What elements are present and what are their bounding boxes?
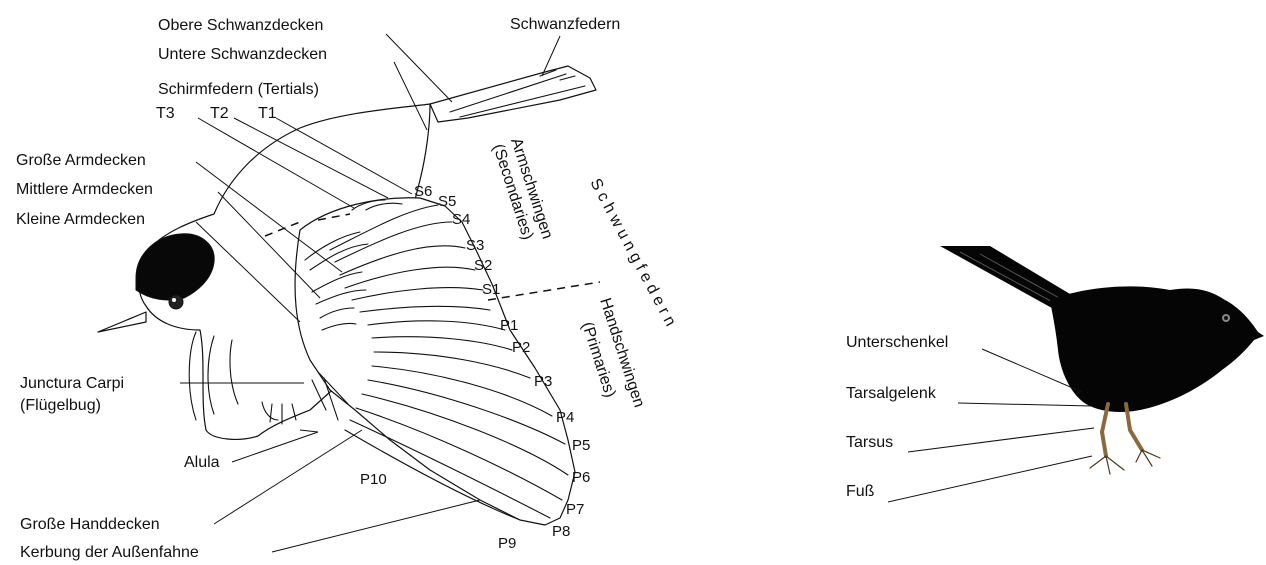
label-s5: S5	[438, 193, 456, 210]
label-unterschenkel: Unterschenkel	[846, 334, 948, 351]
label-p6: P6	[572, 469, 590, 486]
sec-prim-divider	[488, 282, 600, 300]
eye	[169, 295, 183, 309]
label-alula: Alula	[184, 454, 220, 471]
label-p8: P8	[552, 523, 570, 540]
label-s6: S6	[414, 183, 432, 200]
label-s2: S2	[474, 257, 492, 274]
label-junctura-carpi: Junctura Carpi	[20, 375, 124, 392]
label-p2: P2	[512, 339, 530, 356]
label-kleine-armdecken: Kleine Armdecken	[16, 211, 145, 228]
label-grosse-armdecken: Große Armdecken	[16, 152, 146, 169]
leg-diagram: Unterschenkel Tarsalgelenk Tarsus Fuß	[846, 246, 1264, 502]
blackbird-drawing	[940, 246, 1264, 474]
label-t3: T3	[156, 105, 175, 122]
label-obere-schwanzdecken: Obere Schwanzdecken	[158, 17, 323, 34]
label-tarsalgelenk: Tarsalgelenk	[846, 385, 937, 402]
label-p9: P9	[498, 535, 516, 552]
label-s1: S1	[482, 281, 500, 298]
beak	[98, 312, 146, 332]
label-p5: P5	[572, 437, 590, 454]
label-untere-schwanzdecken: Untere Schwanzdecken	[158, 46, 327, 63]
label-grosse-handdecken: Große Handdecken	[20, 516, 160, 533]
wing-diagram: Obere Schwanzdecken Untere Schwanzdecken…	[16, 16, 679, 561]
label-t1: T1	[258, 105, 277, 122]
label-mittlere-armdecken: Mittlere Armdecken	[16, 181, 153, 198]
label-p10: P10	[360, 471, 387, 488]
label-schirmfedern: Schirmfedern (Tertials)	[158, 81, 319, 98]
leg-labels: Unterschenkel Tarsalgelenk Tarsus Fuß	[846, 334, 948, 500]
label-schwanzfedern: Schwanzfedern	[510, 16, 620, 33]
tail-drawing	[430, 66, 596, 122]
label-s3: S3	[466, 237, 484, 254]
label-p7: P7	[566, 501, 584, 518]
label-p4: P4	[556, 409, 574, 426]
label-p1: P1	[500, 317, 518, 334]
label-kerbung: Kerbung der Außenfahne	[20, 544, 199, 561]
label-t2: T2	[210, 105, 229, 122]
label-tarsus: Tarsus	[846, 434, 893, 451]
label-fuss: Fuß	[846, 483, 875, 500]
label-s4: S4	[452, 211, 470, 228]
label-p3: P3	[534, 373, 552, 390]
label-fluegelbug: (Flügelbug)	[20, 397, 101, 414]
wing-drawing	[265, 198, 600, 525]
